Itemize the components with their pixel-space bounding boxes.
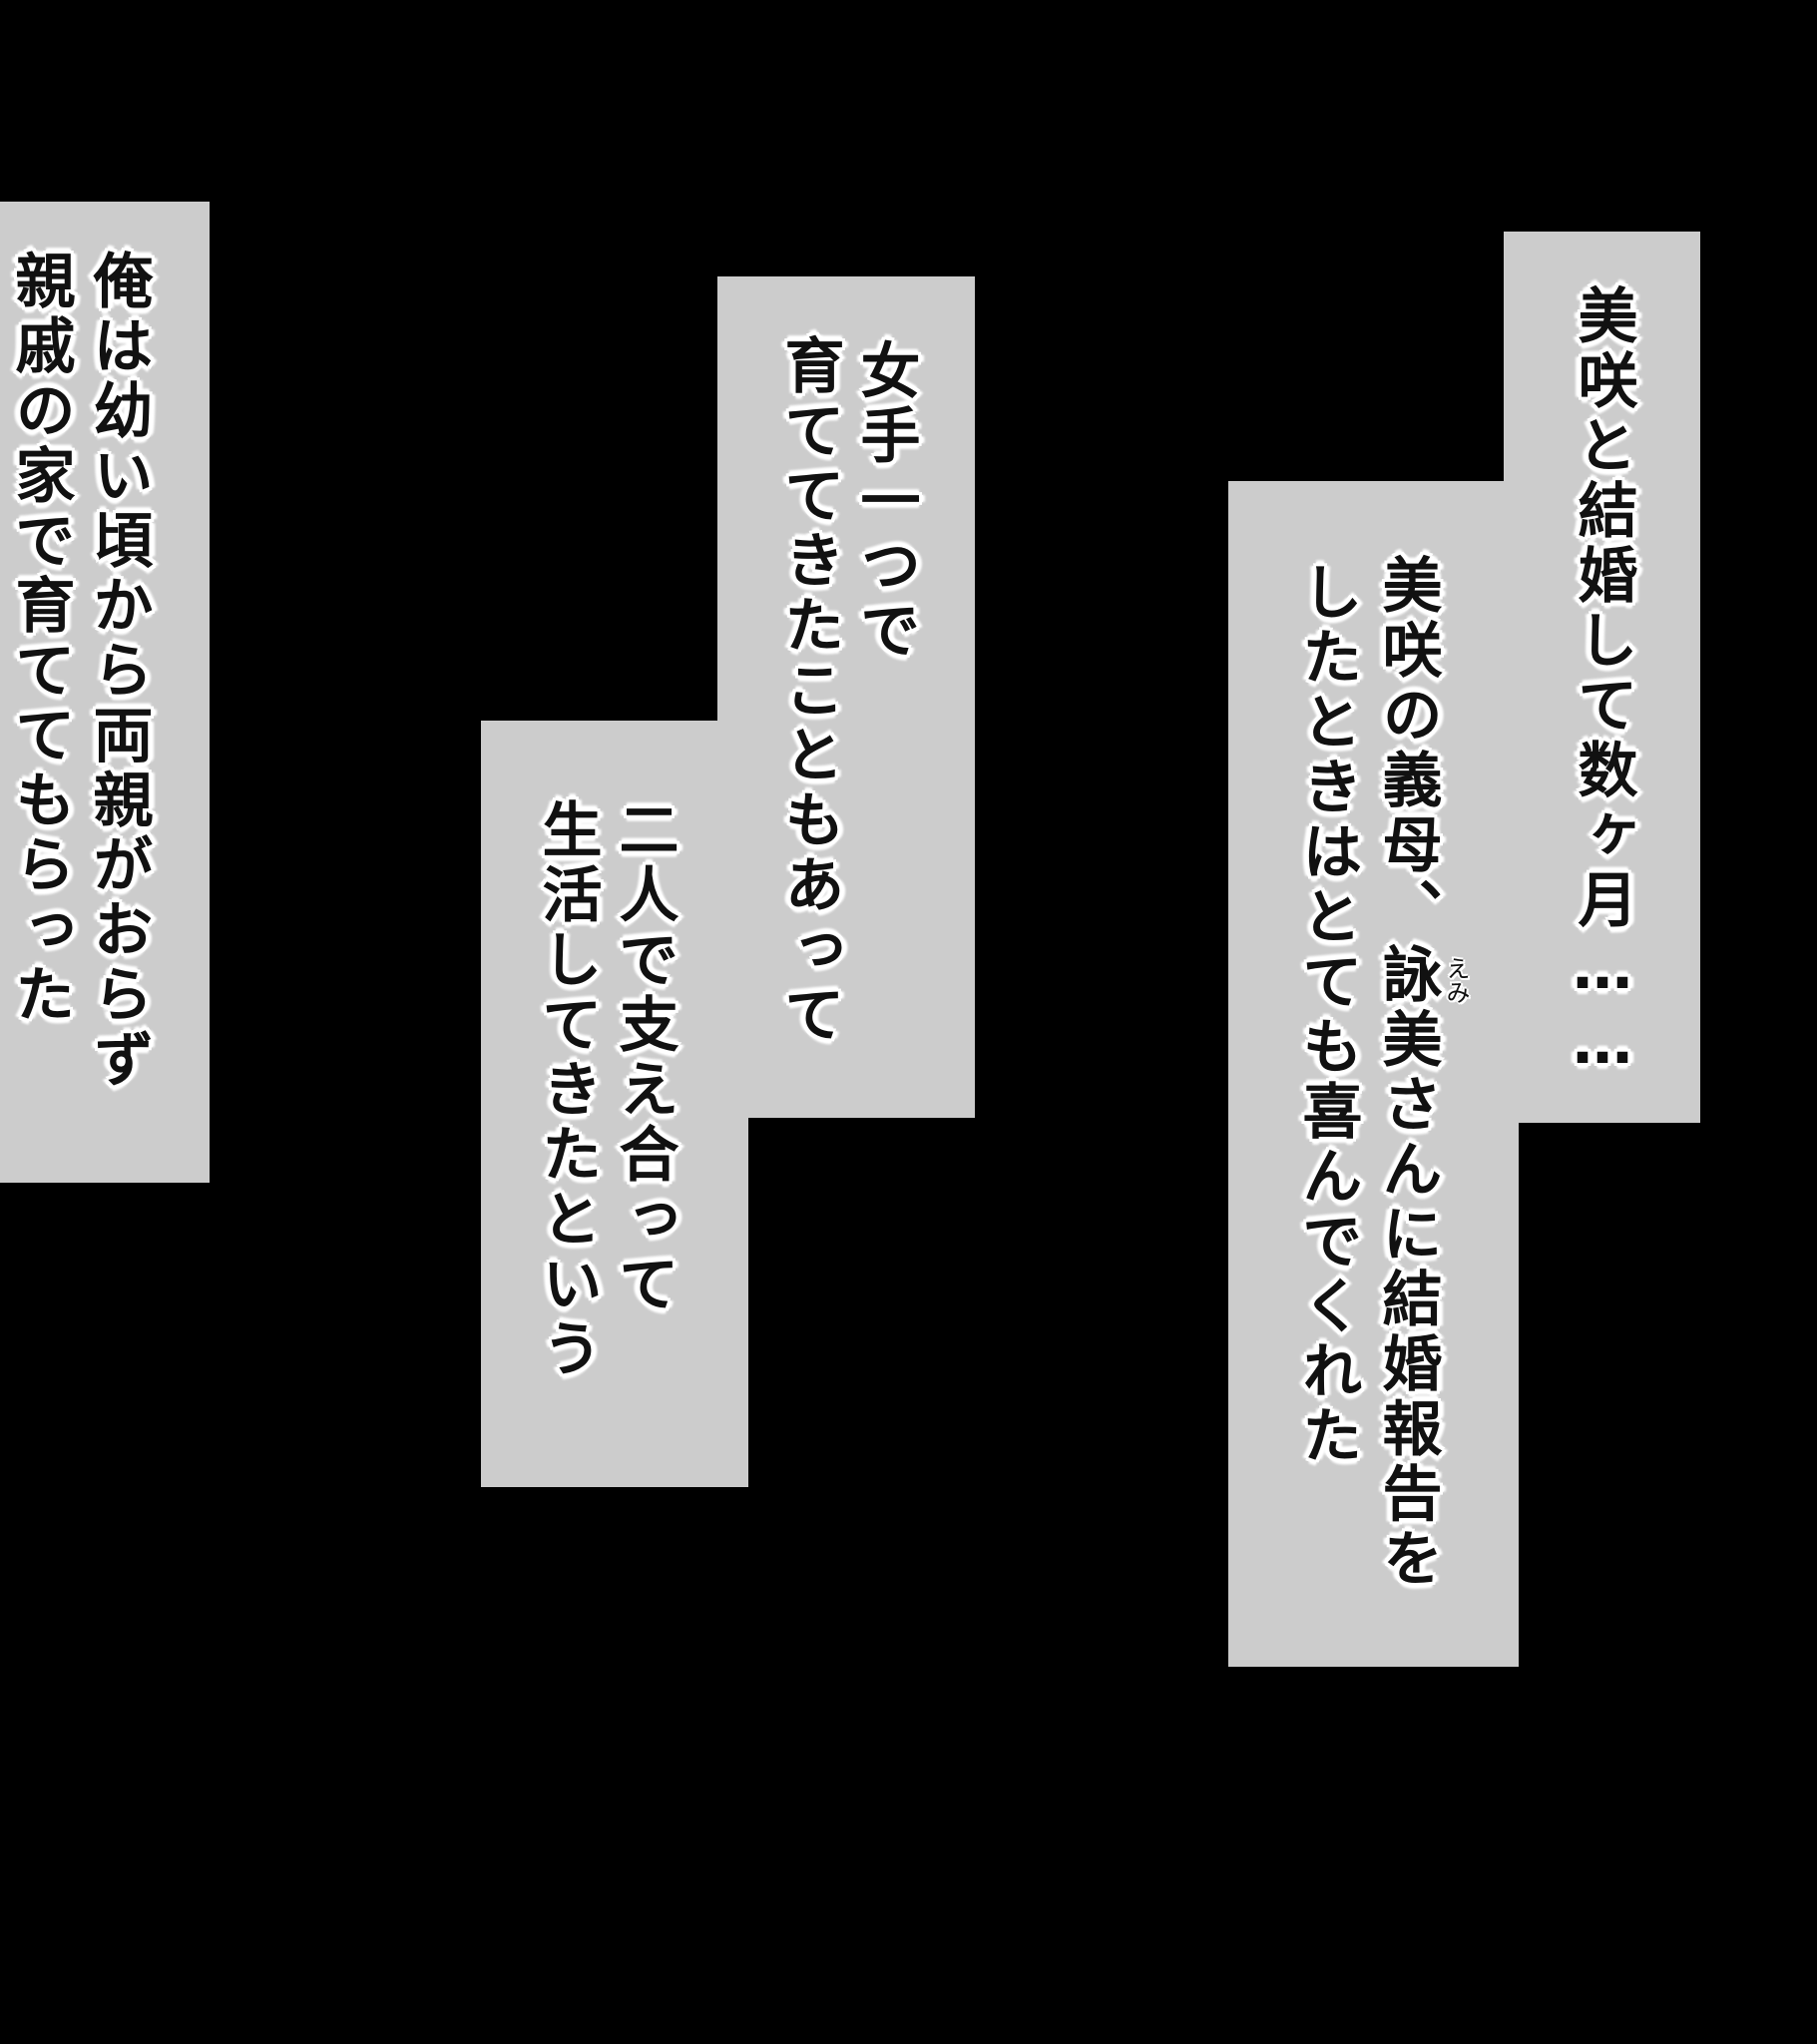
caption-text-right-lower-line-1: 美咲の義母、詠美さんに結婚報告を xyxy=(1372,554,1442,1592)
caption-box-left xyxy=(0,202,210,1183)
caption-text-middle-upper-line-1: 女手一つで xyxy=(850,339,920,664)
caption-text-left-line-2: 親戚の家で育ててもらった xyxy=(5,250,75,1028)
caption-text-right-lower-line-2: したときはとても喜んでくれた xyxy=(1292,561,1362,1469)
caption-text-right-upper-line-1: 美咲と結婚して数ヶ月…… xyxy=(1568,284,1637,1083)
caption-text-middle-lower-line-2: 生活してきたという xyxy=(532,798,602,1382)
caption-box-right-upper xyxy=(1504,232,1700,1123)
caption-box-middle-upper xyxy=(717,276,975,1118)
caption-text-left-line-1: 俺は幼い頃から両親がおらず xyxy=(83,250,153,1093)
caption-text-middle-lower-line-1: 二人で支え合って xyxy=(609,798,679,1317)
caption-text-middle-upper-line-2: 育ててきたこともあって xyxy=(774,334,844,1048)
ruby-reading-emi: えみ xyxy=(1442,956,1470,1004)
caption-box-right-lower xyxy=(1228,481,1519,1667)
caption-box-middle-lower xyxy=(481,721,748,1487)
